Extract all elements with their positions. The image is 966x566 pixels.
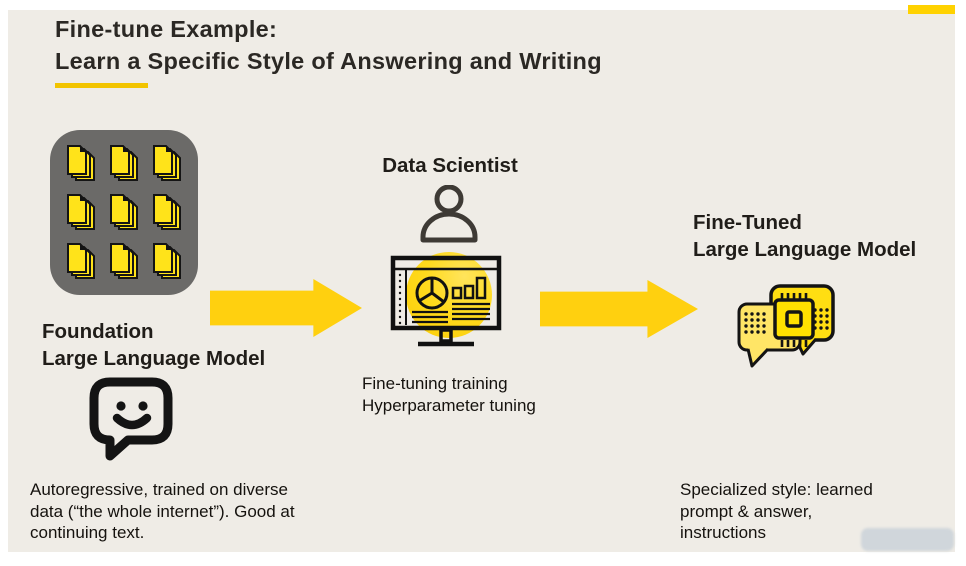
monitor-dashboard-icon (390, 255, 502, 352)
foundation-heading-line-2: Large Language Model (42, 347, 266, 370)
document-stack-icon (67, 194, 95, 230)
fine-tuned-description: Specialized style: learned prompt & answe… (680, 479, 873, 544)
smiley-chat-icon (88, 376, 176, 467)
caption-line-2: Hyperparameter tuning (362, 395, 536, 415)
foundation-desc-line-1: Autoregressive, trained on diverse (30, 480, 288, 499)
blur-overlay (861, 528, 954, 551)
fine-tuned-desc-line-1: Specialized style: learned (680, 480, 873, 499)
person-icon (417, 184, 481, 248)
fine-tuned-heading-line-2: Large Language Model (693, 238, 917, 261)
document-stack-icon (67, 243, 95, 279)
fine-tuned-desc-line-2: prompt & answer, (680, 501, 813, 521)
document-stack-icon (153, 194, 181, 230)
chat-chip-icon (737, 283, 837, 374)
fine-tuned-desc-line-3: instructions (680, 523, 766, 542)
foundation-desc-line-3: continuing text. (30, 523, 145, 542)
training-data-box (50, 130, 198, 295)
document-stack-icon (67, 145, 95, 181)
foundation-desc-line-2: data (“the whole internet”). Good at (30, 501, 295, 521)
title-line-1: Fine-tune Example: (55, 16, 278, 42)
foundation-description: Autoregressive, trained on diverse data (… (30, 479, 295, 544)
data-scientist-heading: Data Scientist (382, 154, 518, 177)
fine-tuned-heading-line-1: Fine-Tuned (693, 211, 802, 234)
top-accent-bar (908, 5, 955, 14)
foundation-heading-line-1: Foundation (42, 320, 154, 343)
title-underline (55, 83, 148, 88)
caption-line-1: Fine-tuning training (362, 374, 508, 393)
slide-title: Fine-tune Example: Learn a Specific Style… (55, 13, 602, 77)
document-stack-icon (153, 243, 181, 279)
document-stack-icon (110, 145, 138, 181)
document-stack-icon (110, 194, 138, 230)
title-line-2: Learn a Specific Style of Answering and … (55, 48, 602, 74)
document-stack-icon (153, 145, 181, 181)
document-stack-icon (110, 243, 138, 279)
